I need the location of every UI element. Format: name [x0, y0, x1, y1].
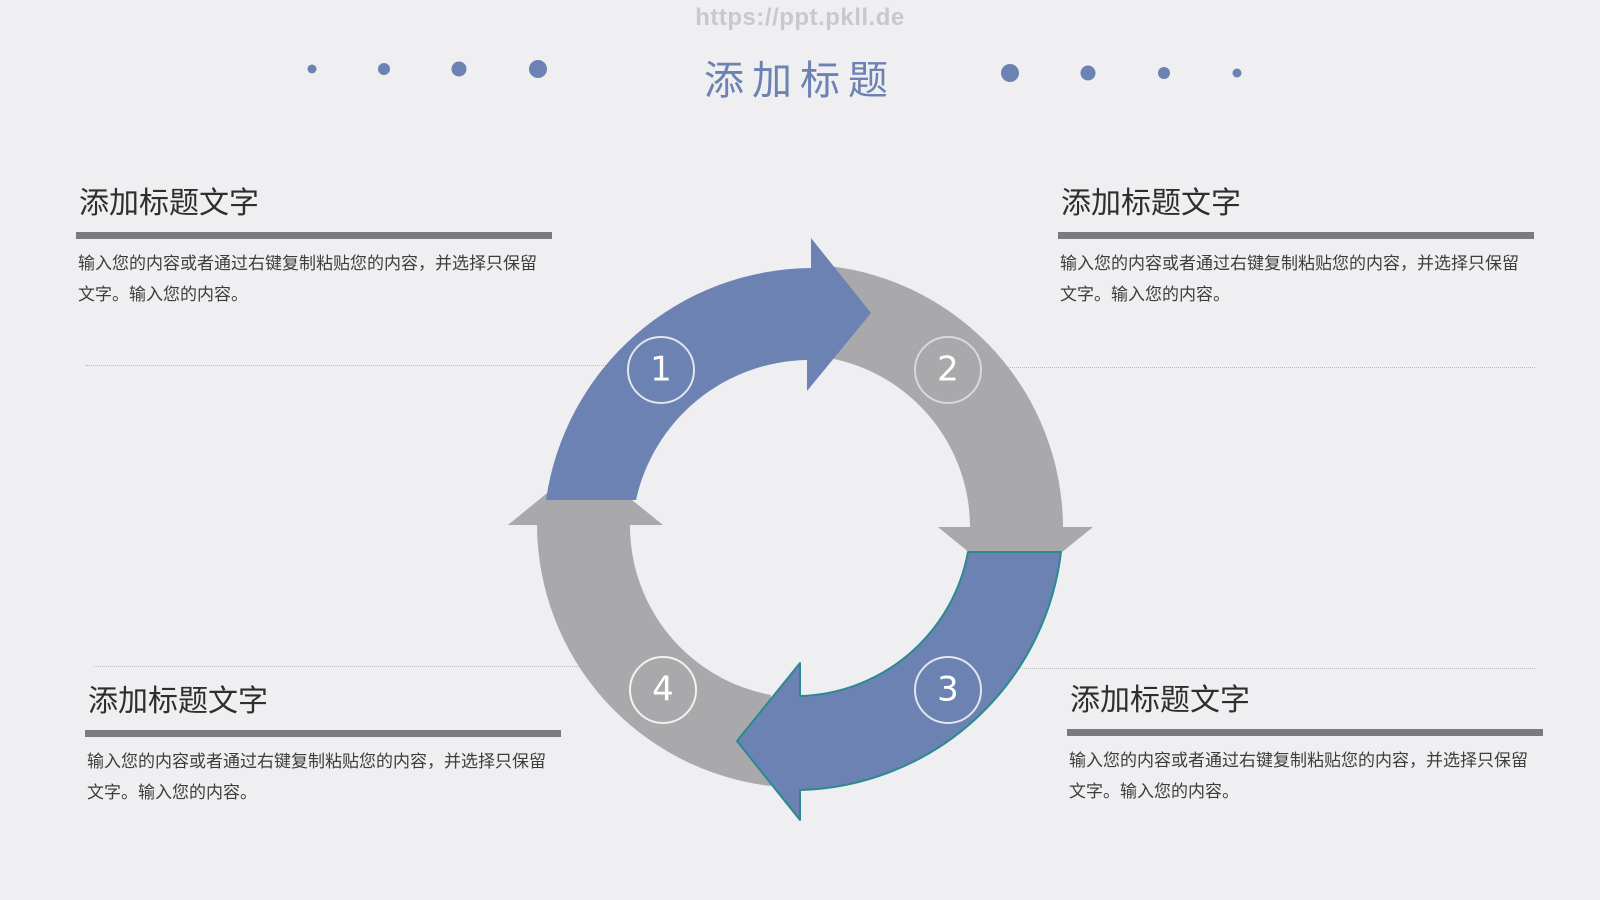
step-marker-1: 1	[627, 336, 695, 404]
divider-line	[1015, 668, 1535, 669]
block-divider-bar	[1067, 729, 1543, 736]
cycle-arrow-4	[508, 462, 771, 786]
block-body: 输入您的内容或者通过右键复制粘贴您的内容，并选择只保留文字。输入您的内容。	[78, 254, 537, 305]
watermark-url: https://ppt.pkll.de	[695, 4, 905, 31]
block-body: 输入您的内容或者通过右键复制粘贴您的内容，并选择只保留文字。输入您的内容。	[1060, 254, 1519, 305]
block-title: 添加标题文字	[79, 186, 259, 221]
decor-dot	[378, 63, 390, 75]
block-divider-bar	[1058, 232, 1534, 239]
cycle-arrow-2	[829, 266, 1093, 590]
decor-dot	[1158, 67, 1170, 79]
cycle-arrow-1	[546, 238, 871, 500]
decor-dot	[1001, 64, 1019, 82]
divider-line	[94, 666, 619, 667]
decor-dot	[1080, 65, 1096, 81]
step-number: 2	[937, 350, 959, 390]
block-body: 输入您的内容或者通过右键复制粘贴您的内容，并选择只保留文字。输入您的内容。	[87, 752, 546, 803]
decor-dot	[451, 61, 467, 77]
block-title: 添加标题文字	[1061, 186, 1241, 221]
block-divider-bar	[76, 232, 552, 239]
block-body: 输入您的内容或者通过右键复制粘贴您的内容，并选择只保留文字。输入您的内容。	[1069, 751, 1528, 802]
block-title: 添加标题文字	[88, 684, 268, 719]
cycle-arrow-3	[736, 551, 1062, 821]
decor-dot	[1232, 68, 1242, 78]
block-divider-bar	[85, 730, 561, 737]
step-number: 4	[652, 670, 674, 710]
decor-dot	[529, 60, 547, 78]
step-number: 1	[650, 350, 672, 390]
text-block-top-left: 添加标题文字 输入您的内容或者通过右键复制粘贴您的内容，并选择只保留文字。输入您…	[76, 184, 552, 311]
divider-line	[86, 365, 626, 366]
decor-dot	[307, 64, 317, 74]
page-title: 添加标题	[704, 58, 896, 104]
block-title: 添加标题文字	[1070, 683, 1250, 718]
divider-line	[1005, 367, 1535, 368]
text-block-bottom-left: 添加标题文字 输入您的内容或者通过右键复制粘贴您的内容，并选择只保留文字。输入您…	[85, 682, 561, 809]
step-marker-4: 4	[629, 656, 697, 724]
text-block-bottom-right: 添加标题文字 输入您的内容或者通过右键复制粘贴您的内容，并选择只保留文字。输入您…	[1067, 681, 1543, 808]
step-number: 3	[937, 670, 959, 710]
step-marker-3: 3	[914, 656, 982, 724]
text-block-top-right: 添加标题文字 输入您的内容或者通过右键复制粘贴您的内容，并选择只保留文字。输入您…	[1058, 184, 1534, 311]
step-marker-2: 2	[914, 336, 982, 404]
